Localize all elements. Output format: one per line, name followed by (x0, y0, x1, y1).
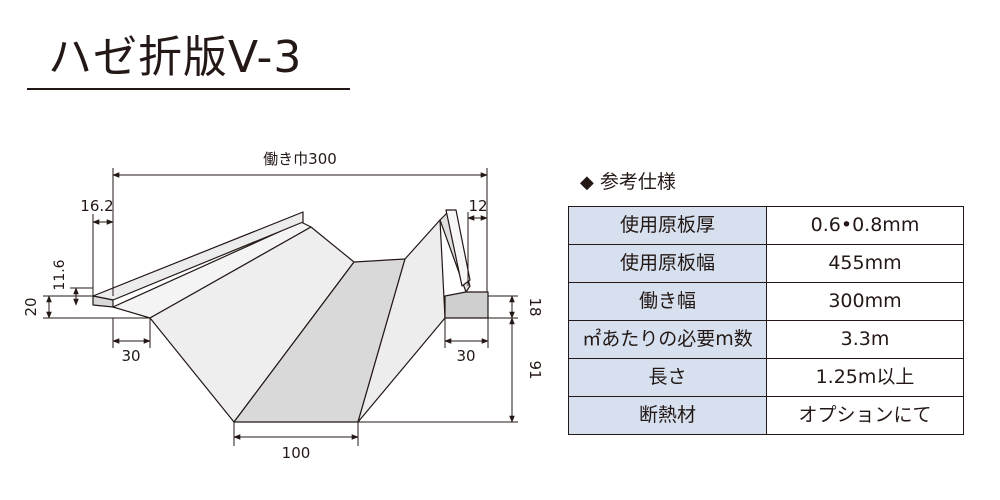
table-row: 長さ 1.25m以上 (568, 358, 964, 397)
spec-label: 長さ (568, 358, 767, 397)
dim-width-label: 働き巾300 (263, 150, 337, 168)
spec-label: 働き幅 (568, 282, 767, 321)
table-row: 断熱材 オプションにて (568, 396, 964, 435)
page-title: ハゼ折版V-3 (48, 32, 303, 83)
dim-bottom-label: 100 (282, 444, 311, 462)
dimension-lines (43, 168, 518, 446)
right-flange (444, 291, 489, 319)
spec-value: 1.25m以上 (766, 358, 964, 397)
dim-right-top-label: 12 (468, 197, 487, 215)
spec-value: オプションにて (766, 396, 964, 435)
spec-value: 455mm (766, 244, 964, 283)
spec-value: 0.6•0.8mm (766, 206, 964, 245)
table-row: 使用原板幅 455mm (568, 244, 964, 283)
spec-heading: ◆参考仕様 (580, 170, 676, 195)
spec-value: 300mm (766, 282, 964, 321)
right-rib-cap (445, 209, 471, 287)
title-underline (27, 88, 350, 90)
table-row: 働き幅 300mm (568, 282, 964, 321)
dim-left-height-small-label: 11.6 (52, 259, 68, 290)
table-row: 使用原板厚 0.6•0.8mm (568, 206, 964, 245)
spec-heading-text: 参考仕様 (599, 171, 676, 193)
dim-right-height-label: 18 (526, 297, 544, 316)
dim-left-top-label: 16.2 (80, 197, 113, 215)
profile-shape (92, 209, 489, 423)
spec-table: 使用原板厚 0.6•0.8mm 使用原板幅 455mm 働き幅 300mm ㎡あ… (568, 206, 964, 435)
diamond-icon: ◆ (580, 172, 594, 193)
table-row: ㎡あたりの必要m数 3.3m (568, 320, 964, 359)
dim-right-flange-label: 30 (456, 347, 475, 365)
dim-left-height-label: 20 (22, 297, 40, 316)
spec-label: 断熱材 (568, 396, 767, 435)
spec-label: 使用原板厚 (568, 206, 767, 245)
spec-label: ㎡あたりの必要m数 (568, 320, 767, 359)
spec-label: 使用原板幅 (568, 244, 767, 283)
dim-depth-label: 91 (526, 360, 544, 379)
dim-left-flange-label: 30 (121, 347, 140, 365)
spec-value: 3.3m (766, 320, 964, 359)
left-flange (92, 295, 114, 308)
